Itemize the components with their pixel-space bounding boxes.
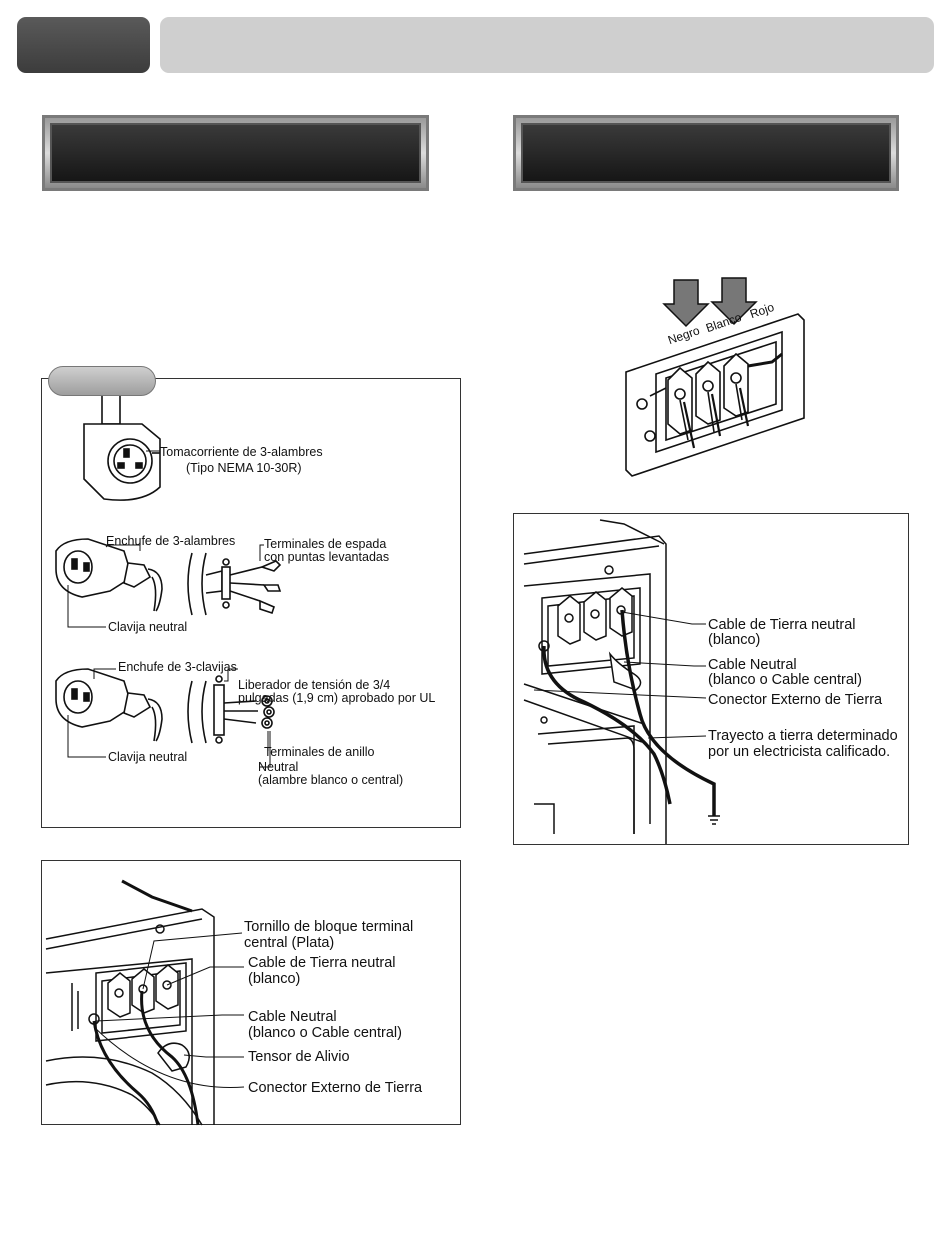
section-tab — [17, 17, 150, 73]
section-header-bar — [160, 17, 934, 73]
spade-terminals-label-line1: Terminales de espada — [264, 537, 387, 551]
external-ground-connector-label: Conector Externo de Tierra — [708, 692, 883, 708]
center-screw-label-line2: central (Plata) — [244, 935, 335, 951]
ring-terminals-label: Terminales de anillo — [264, 745, 375, 759]
neutral-cable-label-line2: (blanco o Cable central) — [708, 672, 862, 688]
neutral-ground-cable-label-line1-bottom: Cable de Tierra neutral — [248, 955, 396, 971]
neutral-cable-label-line1-bottom: Cable Neutral — [248, 1009, 337, 1025]
right-title-box — [513, 115, 899, 191]
terminal-diagram: Tornillo de bloque terminal central (Pla… — [41, 860, 461, 1126]
external-ground-connector-label-bottom: Conector Externo de Tierra — [248, 1080, 423, 1096]
plug-diagram: Tomacorriente de 3-alambres (Tipo NEMA 1… — [41, 378, 461, 828]
receptacle-label-line2: (Tipo NEMA 10-30R) — [186, 461, 302, 475]
terminal-block-illustration: Negro Blanco Rojo — [622, 270, 812, 480]
neutral-ground-cable-label-line2: (blanco) — [708, 632, 761, 648]
left-title-box — [42, 115, 429, 191]
ground-diagram-illustration — [523, 519, 720, 844]
neutral-ground-cable-label-line2-bottom: (blanco) — [248, 971, 301, 987]
three-prong-plug-label: Enchufe de 3-clavijas — [118, 660, 237, 674]
neutral-wire-label-line2: (alambre blanco o central) — [258, 773, 404, 787]
receptacle-label-line1: Tomacorriente de 3-alambres — [160, 445, 323, 459]
plug-diagram-illustration — [55, 383, 282, 768]
ground-path-label-line1: Trayecto a tierra determinado — [708, 728, 898, 744]
strain-relief-label-line2: pulgadas (1,9 cm) aprobado por UL — [238, 691, 436, 705]
diagram-tab-pill — [48, 366, 156, 396]
ground-path-label-line2: por un electricista calificado. — [708, 744, 891, 760]
strain-relief-label-line1: Liberador de tensión de 3/4 — [238, 678, 391, 692]
spade-terminals-label-line2: con puntas levantadas — [264, 550, 390, 564]
neutral-ground-cable-label-line1: Cable de Tierra neutral — [708, 617, 856, 633]
terminal-diagram-illustration — [45, 879, 245, 1126]
strain-relief-tensor-label: Tensor de Alivio — [248, 1049, 350, 1065]
neutral-pin-label-bottom: Clavija neutral — [108, 750, 188, 764]
neutral-cable-label-line2-bottom: (blanco o Cable central) — [248, 1025, 402, 1041]
neutral-cable-label-line1: Cable Neutral — [708, 657, 797, 673]
ground-diagram: Cable de Tierra neutral (blanco) Cable N… — [513, 513, 909, 845]
three-wire-plug-label: Enchufe de 3-alambres — [106, 534, 236, 548]
neutral-wire-label-line1: Neutral — [258, 760, 299, 774]
center-screw-label-line1: Tornillo de bloque terminal — [244, 919, 414, 935]
neutral-pin-label-top: Clavija neutral — [108, 620, 188, 634]
